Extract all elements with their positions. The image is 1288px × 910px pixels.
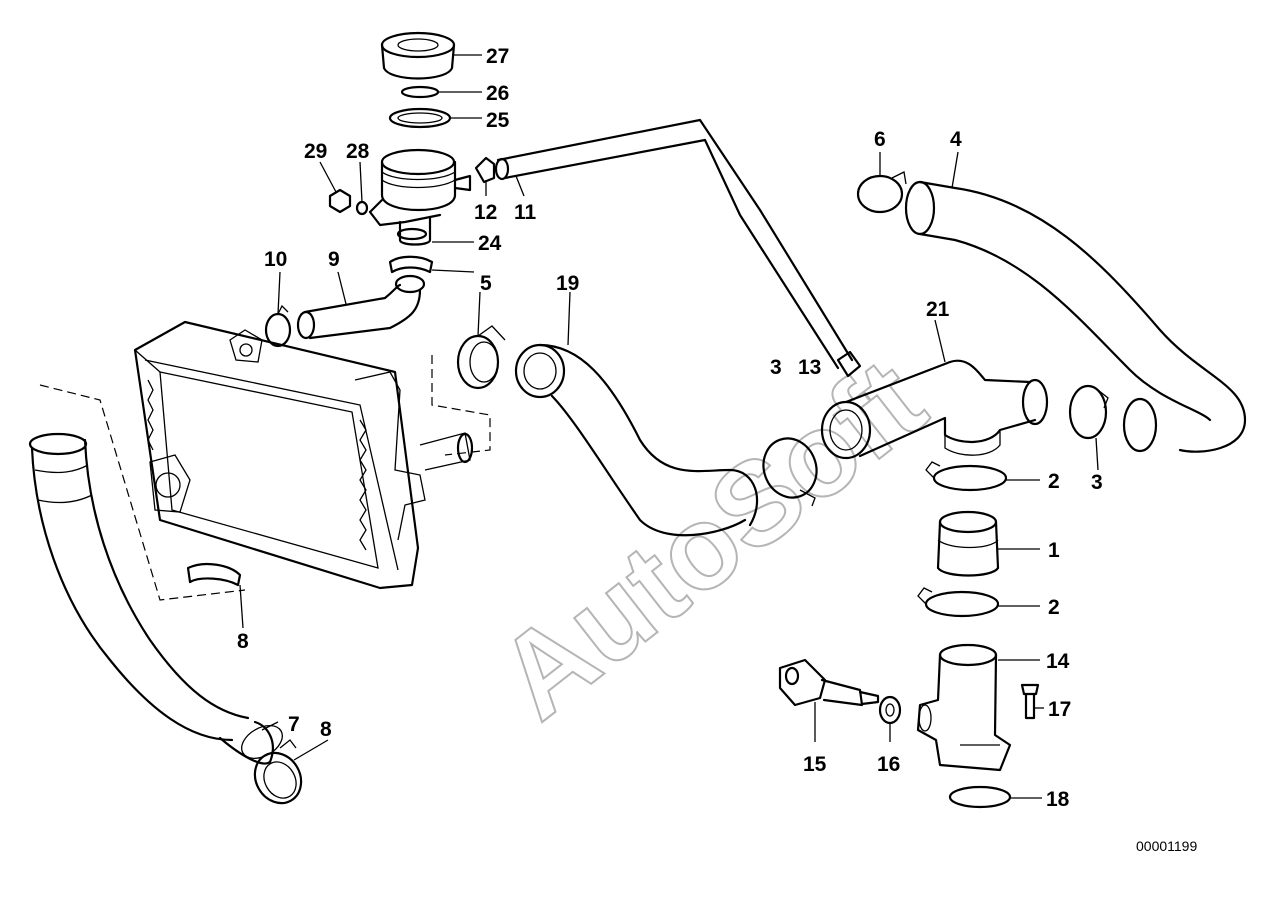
hose-clamp-6 bbox=[856, 171, 907, 214]
callout-3-center: 3 bbox=[770, 356, 782, 379]
callout-7: 7 bbox=[288, 713, 300, 736]
bolt-17 bbox=[1020, 683, 1040, 720]
callout-19: 19 bbox=[556, 272, 579, 295]
callout-5: 5 bbox=[480, 272, 492, 295]
filler-cap-27 bbox=[380, 31, 456, 80]
thermostat-housing-14 bbox=[916, 643, 1012, 772]
callout-24: 24 bbox=[478, 232, 502, 255]
expansion-tank bbox=[368, 148, 472, 246]
hose-clamp-7 bbox=[218, 720, 283, 765]
temperature-sensor-15 bbox=[778, 658, 880, 707]
callout-2-lower: 2 bbox=[1048, 596, 1060, 619]
fitting-12 bbox=[474, 156, 496, 184]
callout-15: 15 bbox=[803, 753, 827, 776]
radiator-hose-9 bbox=[296, 274, 426, 340]
seal-26 bbox=[400, 85, 440, 99]
radiator bbox=[133, 320, 474, 590]
diagram-reference-number: 00001199 bbox=[1136, 838, 1197, 854]
hose-clamp-5 bbox=[456, 325, 506, 390]
hose-clamp-2-upper bbox=[925, 461, 1008, 492]
callout-14: 14 bbox=[1046, 650, 1070, 673]
upper-hose-19 bbox=[514, 343, 759, 537]
hose-clamp-8-lower bbox=[253, 739, 303, 805]
callout-10: 10 bbox=[264, 248, 287, 271]
callout-8-upper: 8 bbox=[237, 630, 249, 653]
callout-13: 13 bbox=[798, 356, 821, 379]
lower-radiator-hose bbox=[28, 432, 250, 742]
gasket-25 bbox=[388, 107, 452, 129]
hose-4 bbox=[904, 180, 1247, 453]
callout-6: 6 bbox=[874, 128, 886, 151]
nut-29 bbox=[328, 188, 352, 214]
callout-8-lower: 8 bbox=[320, 718, 332, 741]
callout-11: 11 bbox=[514, 201, 537, 224]
callout-26: 26 bbox=[486, 82, 509, 105]
callouts: 27 26 25 29 28 12 11 24 5 10 9 19 6 4 21… bbox=[237, 45, 1103, 811]
callout-2-upper: 2 bbox=[1048, 470, 1060, 493]
washer-16 bbox=[878, 695, 902, 725]
callout-29: 29 bbox=[304, 140, 327, 163]
callout-27: 27 bbox=[486, 45, 509, 68]
callout-12: 12 bbox=[474, 201, 497, 224]
callout-18: 18 bbox=[1046, 788, 1070, 811]
washer-28 bbox=[355, 200, 369, 216]
callout-16: 16 bbox=[877, 753, 900, 776]
callout-25: 25 bbox=[486, 109, 510, 132]
leader-lines bbox=[239, 54, 1099, 799]
hose-clamp-2-lower bbox=[917, 587, 1000, 618]
clip-13 bbox=[836, 350, 862, 378]
vent-hose-11 bbox=[494, 118, 854, 370]
callout-1: 1 bbox=[1048, 539, 1060, 562]
hose-clamp-8-upper bbox=[186, 562, 242, 587]
o-ring-18 bbox=[948, 785, 1012, 809]
connecting-hose-1 bbox=[936, 510, 1000, 577]
callout-28: 28 bbox=[346, 140, 370, 163]
t-hose-21 bbox=[820, 359, 1049, 460]
callout-3-right: 3 bbox=[1091, 471, 1103, 494]
callout-21: 21 bbox=[926, 298, 950, 321]
callout-9: 9 bbox=[328, 248, 340, 271]
hose-clamp-3-center bbox=[762, 437, 818, 507]
hose-clamp-5-upper bbox=[388, 255, 434, 274]
callout-4: 4 bbox=[950, 128, 962, 151]
callout-17: 17 bbox=[1048, 698, 1071, 721]
hose-clamp-3-right bbox=[1068, 384, 1109, 440]
